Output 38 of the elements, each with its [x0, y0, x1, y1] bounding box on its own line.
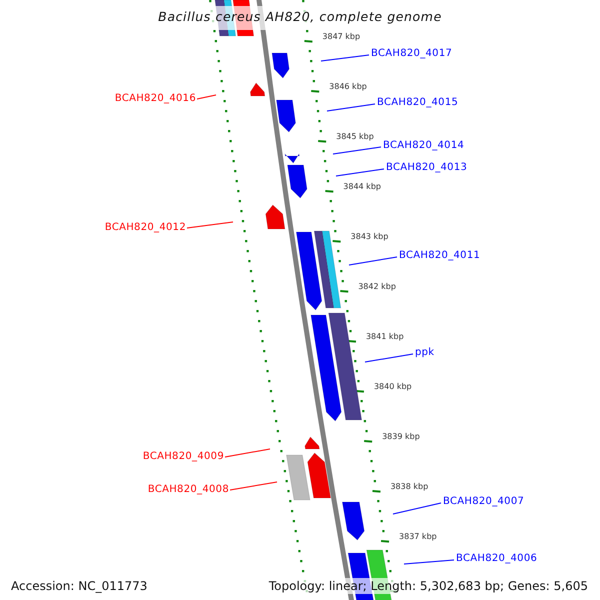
- scale-label: 3838 kbp: [390, 482, 428, 492]
- gene-label: BCAH820_4016: [114, 92, 196, 105]
- scale-label: 3844 kbp: [343, 182, 381, 192]
- title: Bacillus cereus AH820, complete genome: [158, 9, 442, 24]
- leader-line: [224, 448, 270, 458]
- leader-line: [230, 482, 278, 490]
- gene-label: BCAH820_4014: [383, 139, 464, 152]
- scale-label: 3840 kbp: [374, 382, 412, 392]
- scale-label: 3847 kbp: [322, 32, 360, 42]
- scale-label: 3841 kbp: [366, 332, 404, 342]
- gene-label: BCAH820_4009: [142, 450, 224, 463]
- gene-label: BCAH820_4007: [443, 495, 524, 508]
- leader-line: [186, 222, 234, 228]
- accession-text: Accession: NC_011773: [9, 578, 150, 594]
- leader-line: [392, 502, 442, 514]
- gene-label: BCAH820_4008: [148, 483, 229, 496]
- gene-label: ppk: [415, 346, 434, 359]
- gene-label: BCAH820_4011: [399, 249, 480, 262]
- scale-label: 3837 kbp: [399, 532, 437, 542]
- leader-line: [336, 168, 384, 176]
- scale-label: 3846 kbp: [329, 82, 367, 92]
- gene-label: BCAH820_4017: [371, 47, 452, 60]
- leader-line: [326, 104, 376, 112]
- scale-label: 3839 kbp: [382, 432, 420, 442]
- gene-label: BCAH820_4006: [456, 552, 538, 565]
- gene-label: BCAH820_4015: [377, 96, 458, 109]
- leader-line: [196, 94, 216, 100]
- gene-label: BCAH820_4013: [386, 161, 468, 174]
- scale-label: 3842 kbp: [358, 282, 396, 292]
- scale-label: 3845 kbp: [336, 132, 374, 142]
- leader-line: [348, 256, 398, 266]
- leader-line: [320, 54, 370, 62]
- leader-line: [364, 354, 414, 362]
- gene-label: BCAH820_4012: [104, 221, 186, 234]
- scale-label: 3843 kbp: [350, 232, 388, 242]
- genome-info-text: Topology: linear; Length: 5,302,683 bp; Genes: 5,605: [266, 578, 590, 594]
- leader-line: [332, 146, 382, 154]
- leader-line: [404, 560, 454, 564]
